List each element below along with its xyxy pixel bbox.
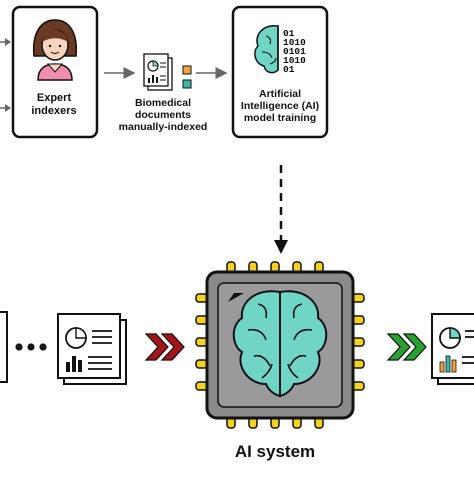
double-chevron-icon bbox=[386, 333, 427, 361]
binary-line: 01 bbox=[283, 28, 295, 39]
binary-line: 1010 bbox=[283, 37, 306, 48]
cropped-document-left bbox=[0, 311, 8, 383]
brain-binary-icon: 01 1010 0101 1010 01 bbox=[254, 25, 306, 75]
binary-line: 0101 bbox=[283, 46, 306, 57]
binary-line: 01 bbox=[283, 64, 295, 75]
woman-avatar-icon bbox=[32, 19, 78, 81]
ai-system-label: AI system bbox=[234, 442, 316, 461]
orange-square-icon bbox=[182, 65, 192, 75]
dashed-arrow-training-to-system bbox=[274, 165, 288, 254]
biomedical-documents-label: Biomedical documents manually-indexed bbox=[118, 97, 208, 134]
binary-line: 1010 bbox=[283, 55, 306, 66]
ai-training-label: Artificial Intelligence (AI) model train… bbox=[240, 88, 320, 125]
report-document-icon bbox=[143, 53, 173, 91]
left-edge-arrows bbox=[0, 38, 11, 112]
ellipsis-icon bbox=[15, 343, 47, 351]
double-chevron-icon bbox=[144, 333, 185, 361]
teal-square-icon bbox=[182, 79, 192, 89]
report-document-icon bbox=[431, 313, 474, 385]
expert-indexers-label: Expert indexers bbox=[31, 92, 77, 117]
ai-chip-brain-icon bbox=[195, 261, 365, 429]
report-document-icon bbox=[57, 313, 127, 385]
